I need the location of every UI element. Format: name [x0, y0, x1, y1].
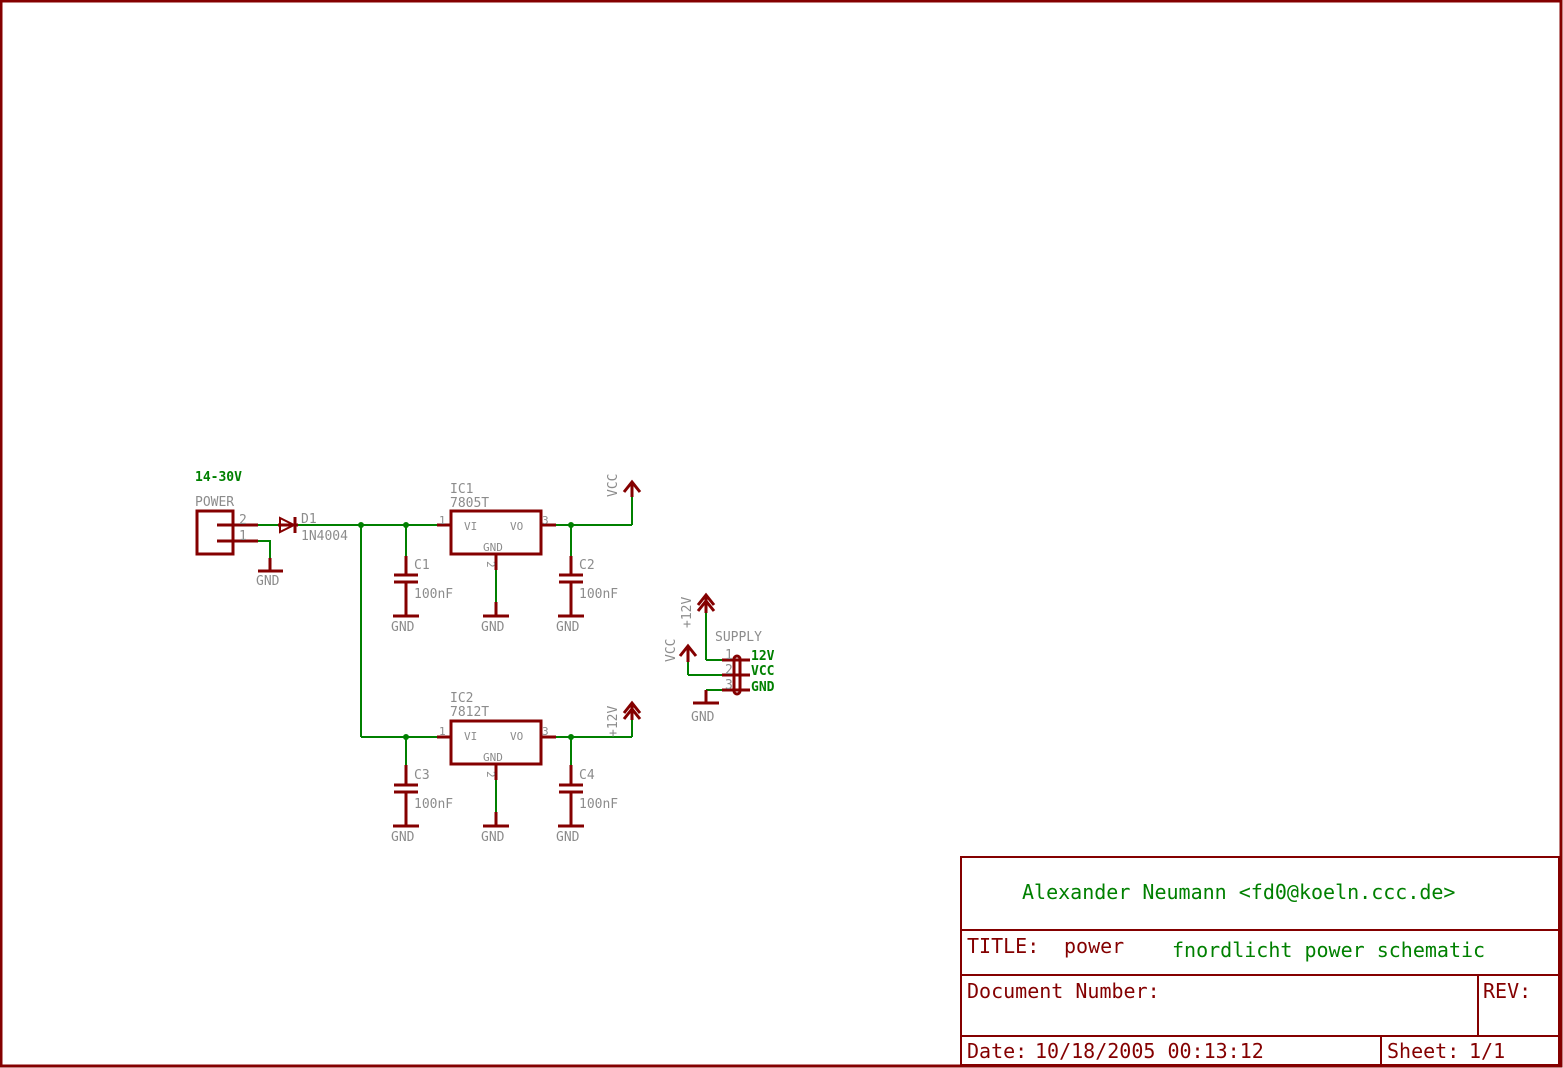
- ic2-pin2: 2: [484, 771, 497, 778]
- diode-d1[interactable]: D1 1N4004: [278, 512, 348, 544]
- supply-pin1: 1: [725, 648, 733, 663]
- gnd-label: GND: [391, 620, 415, 635]
- power-connector[interactable]: 14-30V POWER 2 1: [195, 470, 258, 556]
- gnd-label: GND: [481, 830, 505, 845]
- supply-pin2: 2: [725, 663, 733, 678]
- diode-triangle: [279, 516, 297, 534]
- c2-name: C2: [579, 558, 595, 573]
- supply-vcc-label: VCC: [664, 639, 679, 662]
- c4-name: C4: [579, 768, 595, 783]
- power-connector-name: POWER: [195, 495, 234, 510]
- plus12v-net-label: +12V: [606, 706, 621, 737]
- document-number-label: Document Number:: [967, 979, 1160, 1003]
- vcc-supply-symbol[interactable]: VCC: [606, 474, 642, 497]
- sheet-value: 1/1: [1469, 1039, 1505, 1063]
- ic2-pin1: 1: [439, 725, 446, 738]
- ic2-value: 7812T: [450, 705, 489, 720]
- capacitor-c3[interactable]: C3 100nF GND: [391, 737, 453, 845]
- date-label: Date:: [967, 1039, 1027, 1063]
- vcc-arrow-icon: [678, 643, 698, 657]
- title-label: TITLE:: [967, 934, 1039, 958]
- title-block: Alexander Neumann <fd0@koeln.ccc.de> TIT…: [960, 856, 1560, 1066]
- power-voltage-label: 14-30V: [195, 470, 242, 485]
- diode-name: D1: [301, 512, 317, 527]
- supply-connector-name: SUPPLY: [715, 630, 762, 645]
- ic1-gnd: GND: [483, 541, 503, 554]
- ic2-pin3: 3: [542, 725, 549, 738]
- capacitor-c1[interactable]: C1 100nF GND: [391, 525, 453, 635]
- vcc-net-label: VCC: [606, 474, 621, 497]
- power-connector-body: [195, 509, 235, 556]
- supply-connector[interactable]: SUPPLY +12V VCC GND 1 2 3 12V VCC GND: [664, 592, 775, 725]
- ic1-vi: VI: [464, 520, 477, 533]
- description: fnordlicht power schematic: [1172, 938, 1485, 962]
- ic2-gnd: GND: [483, 751, 503, 764]
- supply-plus12v-label: +12V: [680, 597, 695, 628]
- ic2-vi: VI: [464, 730, 477, 743]
- ic1-pin1: 1: [439, 514, 446, 527]
- date-value: 10/18/2005 00:13:12: [1035, 1039, 1264, 1063]
- regulator-ic2[interactable]: IC2 7812T 1 3 2 VI VO GND: [437, 691, 556, 780]
- ic1-pin3: 3: [542, 514, 549, 527]
- supply-net-gnd: GND: [751, 680, 775, 695]
- ic1-name: IC1: [450, 482, 473, 497]
- power-pin2-number: 2: [239, 513, 247, 528]
- gnd-label: GND: [391, 830, 415, 845]
- plus12v-supply-symbol[interactable]: +12V: [606, 700, 642, 737]
- diode-value: 1N4004: [301, 529, 348, 544]
- supply-net-vcc: VCC: [751, 664, 774, 679]
- wire-power-gnd: [258, 540, 271, 558]
- gnd-label: GND: [481, 620, 505, 635]
- ic2-vo: VO: [510, 730, 523, 743]
- power-pin1-number: 1: [239, 529, 247, 544]
- c1-value: 100nF: [414, 587, 453, 602]
- double-arrow-icon: [696, 592, 716, 606]
- author: Alexander Neumann <fd0@koeln.ccc.de>: [1022, 880, 1455, 904]
- c3-value: 100nF: [414, 797, 453, 812]
- double-arrow-icon: [622, 700, 642, 714]
- gnd-label: GND: [256, 574, 280, 589]
- supply-pin3: 3: [725, 678, 733, 693]
- supply-connector-body: [732, 654, 742, 696]
- capacitor-c2[interactable]: C2 100nF GND: [556, 525, 618, 635]
- rev-label: REV:: [1483, 979, 1531, 1003]
- gnd-label: GND: [556, 830, 580, 845]
- capacitor-c4[interactable]: C4 100nF GND: [556, 737, 618, 845]
- ic1-pin2: 2: [484, 561, 497, 568]
- c3-name: C3: [414, 768, 430, 783]
- supply-net-12v: 12V: [751, 649, 775, 664]
- c2-value: 100nF: [579, 587, 618, 602]
- junction: [358, 522, 364, 528]
- ic1-vo: VO: [510, 520, 523, 533]
- gnd-label: GND: [556, 620, 580, 635]
- ic1-value: 7805T: [450, 496, 489, 511]
- regulator-ic1[interactable]: IC1 7805T 1 3 2 VI VO GND: [437, 482, 556, 570]
- vcc-arrow-icon: [622, 479, 642, 493]
- title-value: power: [1064, 934, 1124, 958]
- gnd-label: GND: [691, 710, 715, 725]
- c4-value: 100nF: [579, 797, 618, 812]
- sheet-label: Sheet:: [1387, 1039, 1459, 1063]
- ic2-name: IC2: [450, 691, 473, 706]
- c1-name: C1: [414, 558, 430, 573]
